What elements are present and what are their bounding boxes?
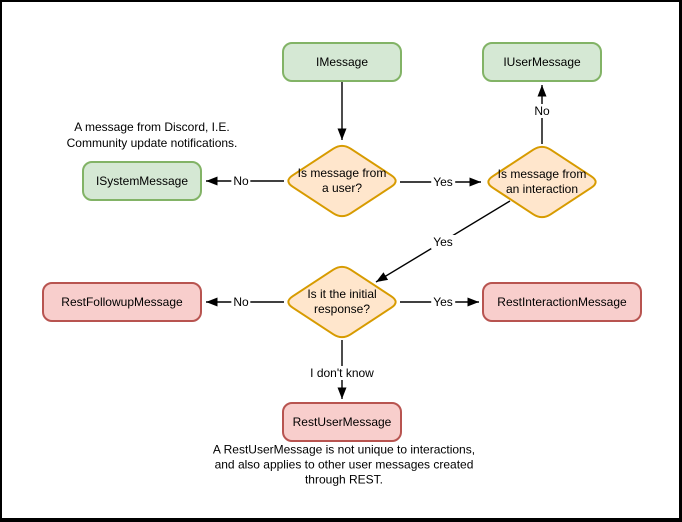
edge-label-user-no: No [231,174,251,188]
note-restusermessage: A RestUserMessage is not unique to inter… [212,442,476,487]
node-restinteractionmessage-label: RestInteractionMessage [497,295,627,309]
decision-is-interaction-shape [487,145,597,219]
node-isystemmessage: ISystemMessage [82,161,202,201]
decision-is-interaction-label: Is message from an interaction [497,167,587,196]
edge-label-initial-yes: Yes [431,295,455,309]
decision-is-initial-label: Is it the initial response? [307,287,377,316]
node-restusermessage: RestUserMessage [282,402,402,442]
edge-label-interaction-no: No [532,104,552,118]
decision-is-user-label: Is message from a user? [297,166,387,195]
edge-label-user-yes: Yes [431,175,455,189]
node-imessage-label: IMessage [315,55,369,69]
node-isystemmessage-label: ISystemMessage [95,174,189,188]
edge-label-interaction-yes: Yes [431,235,455,249]
node-iusermessage-label: IUserMessage [503,55,581,69]
note-isystemmessage: A message from Discord, I.E. Community u… [66,120,238,150]
edge-label-initial-no: No [231,295,251,309]
node-restusermessage-label: RestUserMessage [292,415,392,429]
node-iusermessage: IUserMessage [482,42,602,82]
decision-is-user-shape [287,144,397,218]
edge-label-initial-unknown: I don't know [308,366,376,380]
node-imessage: IMessage [282,42,402,82]
decision-is-initial-shape [287,265,397,339]
node-restfollowupmessage-label: RestFollowupMessage [61,295,183,309]
node-restinteractionmessage: RestInteractionMessage [482,282,642,322]
node-restfollowupmessage: RestFollowupMessage [42,282,202,322]
